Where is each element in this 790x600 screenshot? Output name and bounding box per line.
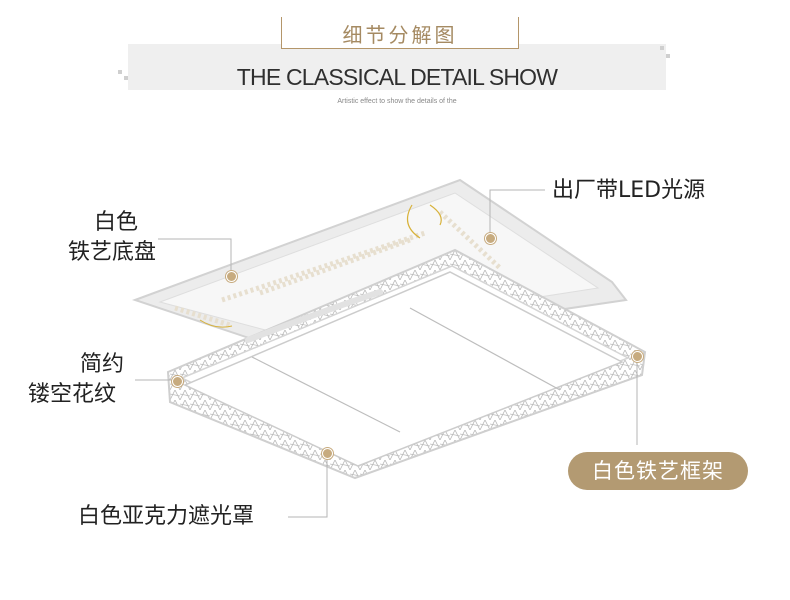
frame-marker	[632, 351, 643, 362]
hollow-pattern-marker	[172, 376, 183, 387]
chassis-marker	[226, 271, 237, 282]
header-band	[128, 44, 666, 90]
title-frame	[281, 17, 519, 49]
page-subtitle: THE CLASSICAL DETAIL SHOW	[236, 64, 558, 90]
acrylic-cover-label: 白色亚克力遮光罩	[78, 504, 255, 529]
page-title: 细节分解图	[342, 23, 458, 47]
chassis-label-line1: 白色	[94, 210, 139, 235]
leader-lines	[135, 189, 638, 518]
decorative-dot	[660, 46, 664, 50]
decorative-dot	[666, 54, 670, 58]
hollow-pattern-label-line1: 简约	[80, 352, 125, 377]
led-source-label: 出厂带LED光源	[552, 178, 706, 203]
led-marker	[485, 233, 496, 244]
decorative-dot	[124, 76, 128, 80]
frame-badge: 白色铁艺框架	[568, 452, 748, 490]
tagline: Artistic effect to show the details of t…	[337, 98, 457, 105]
acrylic-cover	[183, 271, 624, 467]
decorative-dot	[118, 70, 122, 74]
chassis-label-line2: 铁艺底盘	[68, 240, 157, 265]
acrylic-marker	[322, 448, 333, 459]
hollow-pattern-label-line2: 镂空花纹	[28, 382, 117, 407]
title-underline	[281, 48, 519, 49]
